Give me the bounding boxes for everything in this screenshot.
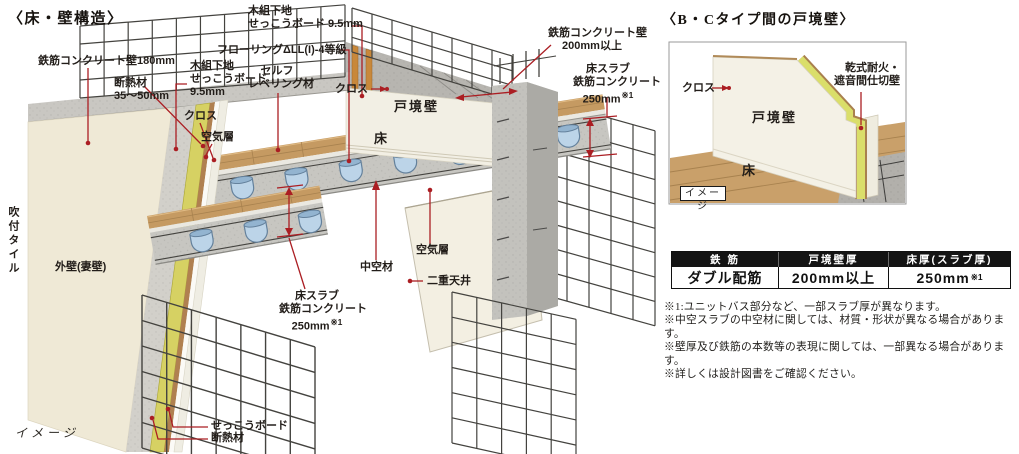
- label-rc-wall-180: 鉄筋コンクリート壁180mm: [38, 55, 175, 67]
- footnote: ※1:ユニットバス部分など、一部スラブ厚が異なります。: [664, 301, 947, 313]
- rebar-exterior-wall-top: [79, 4, 346, 99]
- footnote: ※壁厚及び鉄筋の本数等の表現に関しては、一部異なる場合があります。: [664, 341, 1005, 367]
- header-floor-thickness: 床厚(スラブ厚): [888, 252, 1010, 267]
- label-insulation-bottom: 断熱材: [211, 432, 244, 444]
- label-wood-base-side: 木組下地 せっこうボード 9.5mm: [190, 60, 267, 98]
- annotations: [85, 25, 864, 440]
- label-flooring: フローリングΔLL(I)-4等級: [217, 44, 347, 56]
- label-party-wall: 戸境壁: [394, 99, 440, 114]
- side-image-caption: イメージ: [680, 186, 726, 212]
- side-label-floor: 床: [742, 163, 758, 178]
- side-label-cloth: クロス: [682, 82, 715, 94]
- label-double-ceiling: 二重天井: [427, 275, 471, 287]
- main-title: 〈床・壁構造〉: [8, 11, 124, 27]
- right-concrete-wall: [492, 49, 558, 320]
- spec-table-row: ダブル配筋 200mm以上 250mm※1: [672, 267, 1010, 288]
- label-cloth-left: クロス: [184, 110, 217, 122]
- label-slab-left: 床スラブ 鉄筋コンクリート 250mm※1: [279, 290, 367, 333]
- spec-table: 鉄 筋 戸境壁厚 床厚(スラブ厚) ダブル配筋 200mm以上 250mm※1: [671, 251, 1011, 289]
- cell-wall-thickness: 200mm以上: [778, 267, 888, 288]
- side-title: 〈B・Cタイプ間の戸境壁〉: [662, 13, 855, 28]
- rebar-cage-lower-right: [451, 291, 577, 454]
- spec-table-header: 鉄 筋 戸境壁厚 床厚(スラブ厚): [672, 252, 1010, 267]
- label-gypsum-board: せっこうボード: [211, 420, 288, 432]
- label-air-left: 空気層: [201, 131, 234, 143]
- cell-reinforcement: ダブル配筋: [687, 269, 763, 286]
- side-panel-art: [668, 41, 907, 205]
- cell-floor-thickness: 250mm※1: [888, 267, 1010, 288]
- label-air-mid: 空気層: [416, 244, 449, 256]
- footnote: ※詳しくは設計図書をご確認ください。: [664, 368, 862, 381]
- footnote: ※中空スラブの中空材に関しては、材質・形状が異なる場合があります。: [664, 314, 1005, 340]
- side-label-dry-partition: 乾式耐火・ 遮音間仕切壁: [834, 62, 900, 87]
- label-insulation: 断熱材 35〜50mm: [114, 77, 170, 102]
- label-hollow-core: 中空材: [360, 261, 393, 273]
- rebar-party-wall-top: [351, 7, 513, 101]
- header-wall-thickness: 戸境壁厚: [778, 252, 888, 267]
- header-reinforcement: 鉄 筋: [710, 254, 740, 266]
- label-self-leveling: セルフ レベリング材: [248, 65, 314, 90]
- label-spray-tile: 吹付タイル: [7, 206, 19, 276]
- label-outer-wall: 外壁(妻壁): [55, 261, 107, 273]
- label-rc-wall-200: 鉄筋コンクリート壁 200mm以上: [548, 27, 647, 52]
- label-wood-base-top: 木組下地 せっこうボード 9.5mm: [248, 5, 363, 30]
- label-cloth-mid: クロス: [335, 83, 368, 95]
- exterior-wall: [27, 72, 351, 453]
- lower-floor-slab: [147, 185, 328, 265]
- label-floor: 床: [374, 131, 390, 146]
- rebar-cage-lower-left: [141, 294, 316, 454]
- footnotes: ※1:ユニットバス部分など、一部スラブ厚が異なります。 ※中空スラブの中空材に関…: [664, 301, 1016, 381]
- label-slab-right: 床スラブ 鉄筋コンクリート 250mm※1: [573, 63, 661, 106]
- side-label-party-wall: 戸境壁: [752, 110, 798, 125]
- main-image-caption: イメージ: [15, 426, 79, 440]
- party-wall: [345, 42, 500, 167]
